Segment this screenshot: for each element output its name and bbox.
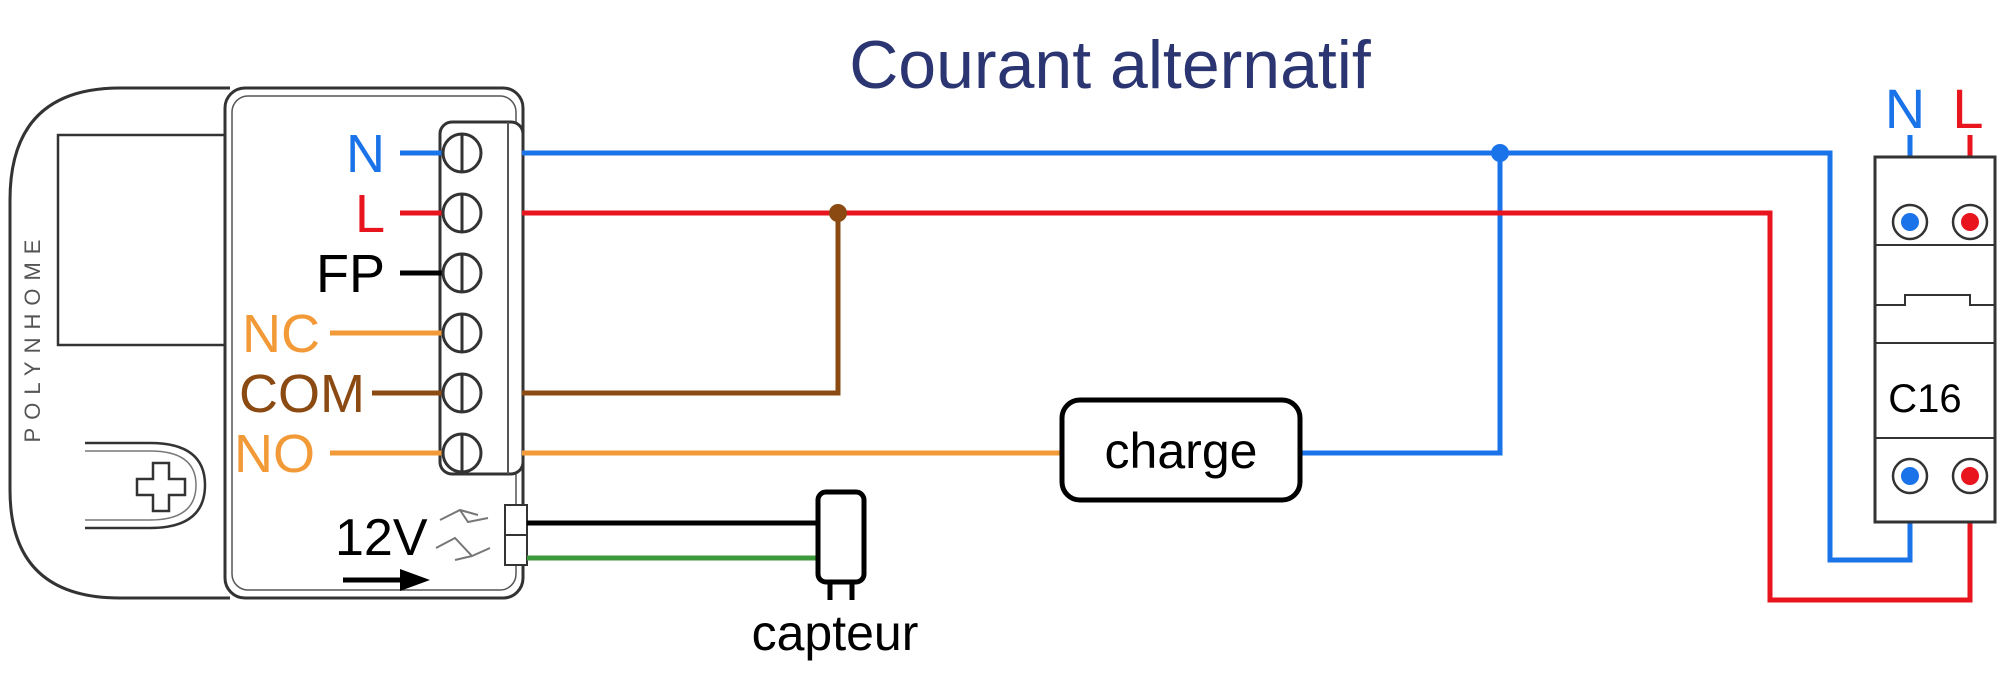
terminal-label: COM — [239, 364, 365, 424]
terminal-row: L — [355, 184, 483, 244]
terminal-row: COM — [239, 364, 483, 424]
breaker-terminal-l-bottom-dot — [1961, 467, 1979, 485]
plus-icon — [135, 461, 187, 513]
terminal-label: L — [355, 184, 385, 244]
breaker-terminal-n-bottom-dot — [1901, 467, 1919, 485]
breaker-rating: C16 — [1888, 377, 1961, 421]
wire-neutral — [522, 150, 1913, 563]
sensor: capteur — [752, 489, 919, 661]
connector-symbol-icon — [439, 508, 489, 524]
terminal-row: N — [346, 124, 483, 184]
load-label: charge — [1105, 423, 1258, 479]
wire-common — [522, 213, 841, 396]
module-clip — [85, 441, 207, 530]
diagram-title: Courant alternatif — [849, 27, 1371, 103]
breaker-toggle — [1875, 294, 1995, 306]
brand-label: POLYNHOME — [20, 232, 45, 443]
load-box — [1059, 397, 1303, 503]
terminal-label: FP — [316, 244, 385, 304]
junction-neutral — [1491, 144, 1509, 162]
sensor-label: capteur — [752, 605, 919, 661]
terminal-row: FP — [316, 244, 483, 304]
breaker: C16 N L — [1873, 77, 1997, 524]
wire-live — [522, 210, 1973, 603]
load: charge — [1059, 397, 1303, 503]
breaker-label-l: L — [1952, 77, 1983, 140]
breaker-label-n: N — [1885, 77, 1925, 140]
terminal-label: N — [346, 124, 385, 184]
terminal-label: NO — [234, 424, 315, 484]
breaker-terminal-l-top-dot — [1961, 213, 1979, 231]
wires — [522, 135, 1973, 603]
connector-symbol-icon — [435, 536, 491, 561]
wire-neutral-load — [1300, 153, 1503, 456]
terminal-block — [438, 120, 525, 476]
module-housing — [8, 86, 230, 600]
terminal-row: NC — [242, 304, 483, 364]
sensor-body — [815, 489, 867, 585]
junction-live — [829, 204, 847, 222]
module-window — [56, 133, 227, 347]
terminal-row: NO — [234, 424, 483, 484]
module-clip-inner — [85, 450, 197, 521]
breaker-terminal-n-top-dot — [1901, 213, 1919, 231]
arrow-right-icon — [343, 569, 430, 591]
terminal-label: NC — [242, 304, 320, 364]
low-voltage-label: 12V — [335, 509, 428, 567]
